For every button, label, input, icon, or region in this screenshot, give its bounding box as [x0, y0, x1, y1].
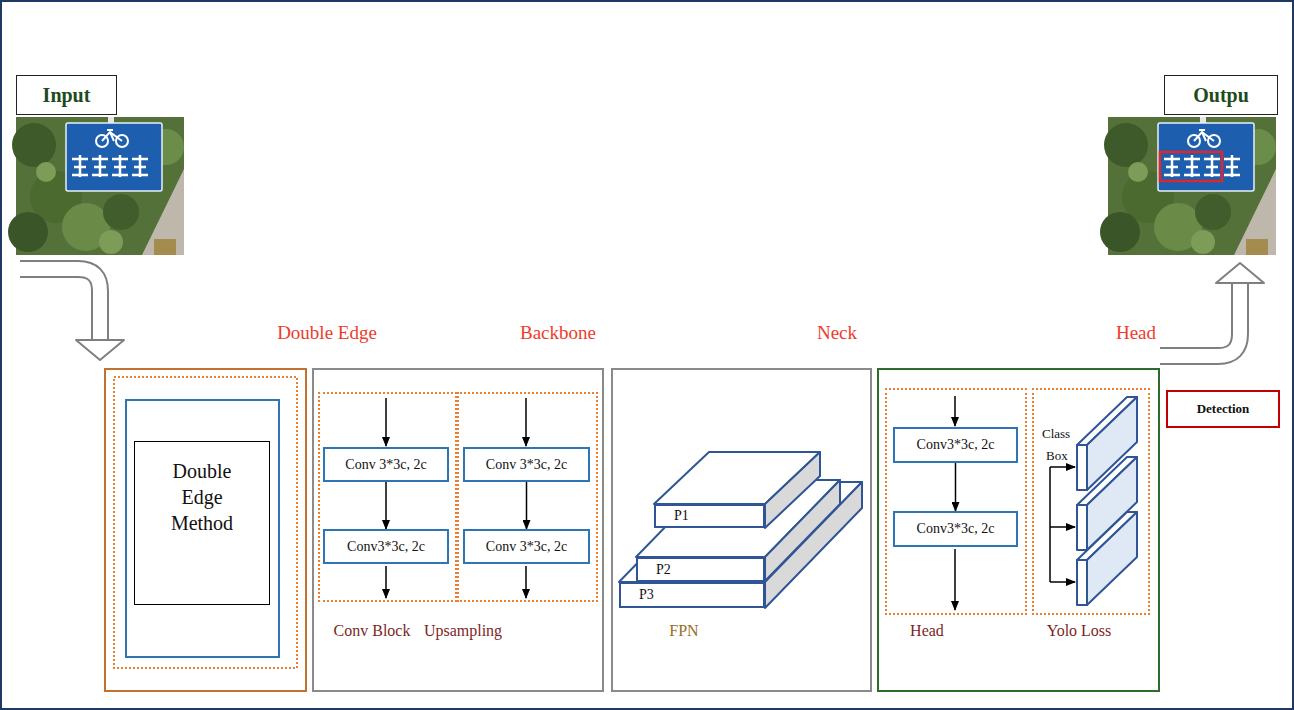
conv-box: Conv3*3c, 2c — [893, 511, 1018, 547]
level-label: P3 — [639, 588, 654, 602]
connector — [386, 482, 387, 529]
arrow-band-fill — [1160, 283, 1240, 356]
conv-label: Conv 3*3c, 2c — [345, 457, 426, 473]
box-bracket — [1050, 467, 1075, 582]
group-label: Head — [887, 622, 967, 640]
stage-box: BackboneConv BlockConv 3*3c, 2cConv3*3c,… — [312, 368, 604, 692]
conv-label: Conv3*3c, 2c — [917, 521, 995, 537]
input-panel: Input — [16, 75, 184, 255]
stage-heading: Neck — [787, 322, 887, 344]
double-edge-frames — [114, 377, 297, 668]
arrow-head — [76, 340, 124, 360]
arrow-band — [20, 269, 100, 340]
conv-label: Conv 3*3c, 2c — [486, 457, 567, 473]
connector — [1160, 263, 1264, 356]
detection-box — [1160, 152, 1222, 181]
group-label: Yolo Loss — [1034, 622, 1124, 640]
conv-box: Conv 3*3c, 2c — [323, 447, 449, 482]
level-label: P1 — [674, 509, 689, 523]
result-box: Detection — [1166, 390, 1280, 428]
conv-label: Conv 3*3c, 2c — [486, 539, 567, 555]
arrow-head — [1216, 263, 1264, 283]
stage-heading: Backbone — [498, 322, 618, 344]
pyramid-level: P1 — [654, 504, 765, 528]
dotted-group: Yolo Loss — [1032, 388, 1150, 615]
input-label: Input — [16, 75, 117, 115]
stage-box: NeckFPNP1P2P3 — [611, 368, 872, 692]
connector — [526, 482, 527, 529]
flow-arrows — [386, 396, 955, 610]
output-photo — [1100, 117, 1276, 255]
fpn-pyramid — [619, 452, 862, 608]
conv-label: Conv3*3c, 2c — [347, 539, 425, 555]
dotted-group: HeadConv3*3c, 2cConv3*3c, 2c — [885, 388, 1027, 615]
stage-heading: Double Edge — [237, 322, 417, 344]
yolo-output-plates — [1077, 397, 1137, 605]
group-label: Upsampling — [413, 622, 513, 640]
stage-box: HeadHeadConv3*3c, 2cConv3*3c, 2cYolo Los… — [877, 368, 1160, 692]
dotted-group: Conv BlockConv 3*3c, 2cConv3*3c, 2c — [318, 392, 457, 602]
dotted-group: UpsamplingConv 3*3c, 2cConv 3*3c, 2c — [457, 392, 598, 602]
conv-box: Conv 3*3c, 2c — [463, 447, 590, 482]
arrow-band — [1160, 283, 1240, 356]
group-label: Conv Block — [320, 622, 424, 640]
level-label: P2 — [656, 563, 671, 577]
pyramid-level: P2 — [636, 557, 765, 582]
pyramid-level: P3 — [619, 582, 765, 608]
flow-arrow — [526, 482, 528, 529]
conv-box: Conv3*3c, 2c — [893, 427, 1018, 463]
arrow-band-fill — [20, 269, 100, 340]
stage-heading: Head — [1101, 322, 1171, 344]
conv-box: Conv 3*3c, 2c — [463, 529, 590, 564]
input-photo — [8, 117, 184, 255]
output-panel: Outpu — [1108, 75, 1278, 255]
method-text: Double Edge Method — [135, 442, 269, 536]
output-label: Outpu — [1164, 75, 1278, 115]
output-label: Class — [1042, 426, 1070, 442]
connector — [955, 463, 956, 511]
stage-box: Double EdgeDouble Edge Method — [104, 368, 307, 692]
conv-label: Conv3*3c, 2c — [917, 437, 995, 453]
flow-arrow — [955, 463, 957, 511]
method-box: Double Edge Method — [134, 441, 270, 605]
flow-arrow — [385, 482, 387, 529]
group-label: FPN — [644, 622, 724, 640]
result-label: Detection — [1197, 401, 1250, 417]
connector — [20, 269, 124, 360]
output-label: Box — [1046, 448, 1068, 464]
conv-box: Conv3*3c, 2c — [323, 529, 449, 564]
